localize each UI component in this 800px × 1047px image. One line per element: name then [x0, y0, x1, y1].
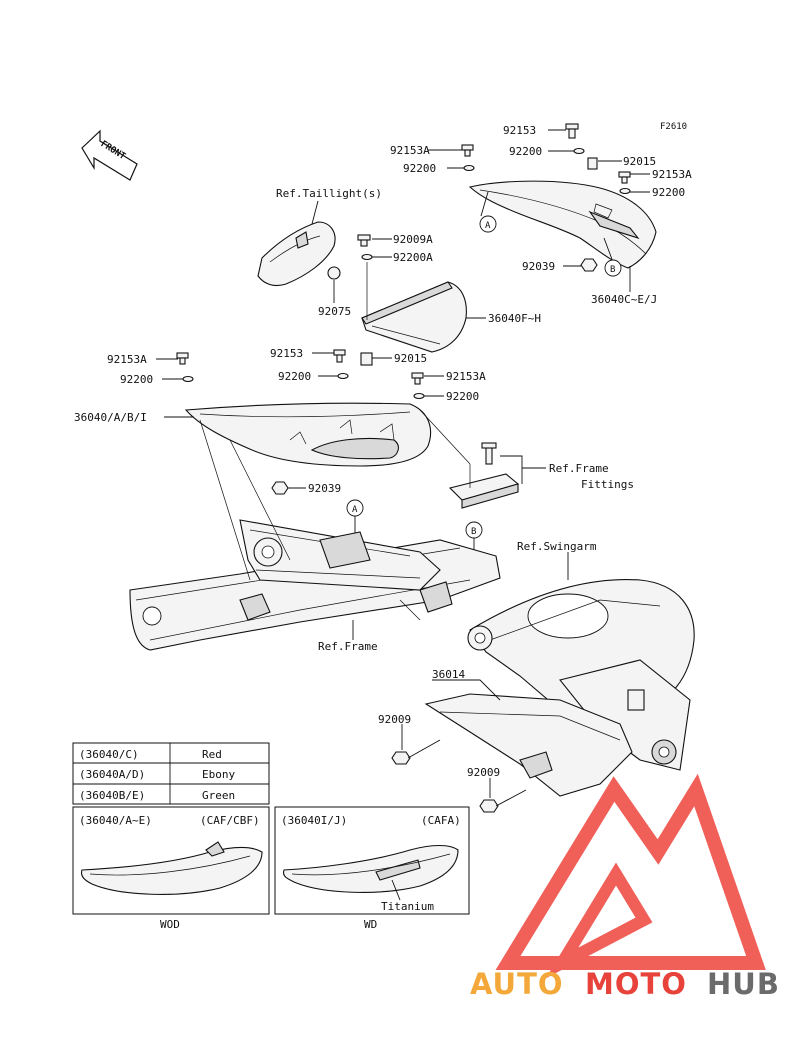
label-92200-mid2: 92200 [446, 390, 479, 403]
color-table-code: (36040A/D) [79, 768, 145, 781]
label-92153-top: 92153 [503, 124, 536, 137]
label-36014: 36014 [432, 668, 465, 681]
variant-models: (CAF/CBF) [200, 814, 260, 827]
color-table-color: Red [202, 748, 222, 761]
variant-code: (36040/A~E) [79, 814, 152, 827]
center-cover-36040FH [361, 281, 467, 353]
figure-code: F2610 [660, 122, 687, 132]
variant-code: (36040I/J) [281, 814, 347, 827]
label-ref-swingarm: Ref.Swingarm [517, 540, 597, 553]
marker-b-top-label: B [610, 265, 615, 275]
swingarm-ref [467, 579, 695, 771]
label-36040CEJ: 36040C~E/J [591, 293, 657, 306]
marker-b-mid-label: B [471, 527, 476, 537]
color-table-color: Green [202, 789, 235, 802]
label-ref-frame-fittings-2: Fittings [581, 478, 634, 491]
bolt-92153-top-icon [565, 123, 579, 139]
washer-92200-mid-icon [337, 372, 349, 380]
bolt-92009-b-icon [479, 799, 499, 813]
rear-cover-upper-right [468, 180, 657, 269]
marker-b-top [604, 259, 622, 277]
variant-models: (CAFA) [421, 814, 461, 827]
washer-92200-mid2-icon [413, 392, 425, 400]
color-table-color: Ebony [202, 768, 235, 781]
bolt-92009-a-icon [391, 751, 411, 765]
marker-a-top [479, 215, 497, 233]
watermark-wordmark: AUTO MOTO HUB [470, 967, 780, 1001]
label-92039-mid: 92039 [308, 482, 341, 495]
label-92200-top-left: 92200 [403, 162, 436, 175]
nut-92039-top-icon [580, 258, 598, 272]
front-arrow-icon: FRONT [81, 129, 138, 181]
watermark-hub: HUB [707, 967, 780, 1001]
collar-92015-top-icon [587, 157, 598, 170]
label-92200-mid: 92200 [278, 370, 311, 383]
color-table-code: (36040/C) [79, 748, 139, 761]
variant-box-wd: (36040I/J) (CAFA) Titanium WD [274, 806, 470, 931]
label-ref-taillight: Ref.Taillight(s) [276, 187, 382, 200]
label-92075: 92075 [318, 305, 351, 318]
washer-92200-left-icon [182, 375, 194, 383]
taillight-ref [257, 221, 336, 287]
label-92153A-mid: 92153A [446, 370, 486, 383]
rear-frame-ref [129, 519, 501, 651]
watermark-logo-icon [495, 773, 766, 979]
label-92200-left: 92200 [120, 373, 153, 386]
label-36040ABI: 36040/A/B/I [74, 411, 147, 424]
label-92200-top-mid: 92200 [509, 145, 542, 158]
washer-92200-right-icon [619, 187, 631, 195]
bolt-92153A-top-icon [461, 144, 474, 157]
label-92200-right: 92200 [652, 186, 685, 199]
washer-92200A-icon [361, 253, 373, 261]
variant-caption: WOD [160, 918, 180, 931]
label-92015-top: 92015 [623, 155, 656, 168]
washer-92200-top-icon [573, 147, 585, 155]
watermark-moto: MOTO [585, 967, 687, 1001]
label-92153A-right: 92153A [652, 168, 692, 181]
label-92009-b: 92009 [467, 766, 500, 779]
label-ref-frame: Ref.Frame [318, 640, 378, 653]
label-92153-mid: 92153 [270, 347, 303, 360]
frame-fittings-ref [448, 442, 520, 509]
label-92015-mid: 92015 [394, 352, 427, 365]
color-table: (36040/C) Red (36040A/D) Ebony (36040B/E… [72, 742, 270, 805]
nut-92039-mid-icon [271, 481, 289, 495]
bolt-92153A-left-icon [176, 352, 189, 365]
label-92153A-left: 92153A [107, 353, 147, 366]
bolt-92153A-mid-icon [411, 372, 424, 385]
label-92153A-top: 92153A [390, 144, 430, 157]
variant-note: Titanium [381, 900, 434, 913]
label-ref-frame-fittings-1: Ref.Frame [549, 462, 609, 475]
label-92009A: 92009A [393, 233, 433, 246]
bolt-92153-mid-icon [333, 349, 346, 363]
watermark-auto: AUTO [470, 967, 564, 1001]
chain-guard-36014 [424, 693, 633, 797]
grommet-92075-icon [327, 266, 341, 280]
label-36040FH: 36040F~H [488, 312, 541, 325]
bolt-92153A-right-icon [618, 171, 631, 184]
label-92200A: 92200A [393, 251, 433, 264]
washer-92200-topleft-icon [463, 164, 475, 172]
label-92009-a: 92009 [378, 713, 411, 726]
collar-92015-mid-icon [360, 352, 373, 366]
variant-caption: WD [364, 918, 377, 931]
label-92039-top: 92039 [522, 260, 555, 273]
bolt-92009A-icon [357, 234, 371, 247]
color-table-code: (36040B/E) [79, 789, 145, 802]
marker-a-mid-label: A [352, 505, 358, 515]
variant-box-wod: (36040/A~E) (CAF/CBF) WOD [72, 806, 270, 931]
marker-a-top-label: A [485, 221, 491, 231]
side-cover-36040ABI [184, 402, 432, 467]
